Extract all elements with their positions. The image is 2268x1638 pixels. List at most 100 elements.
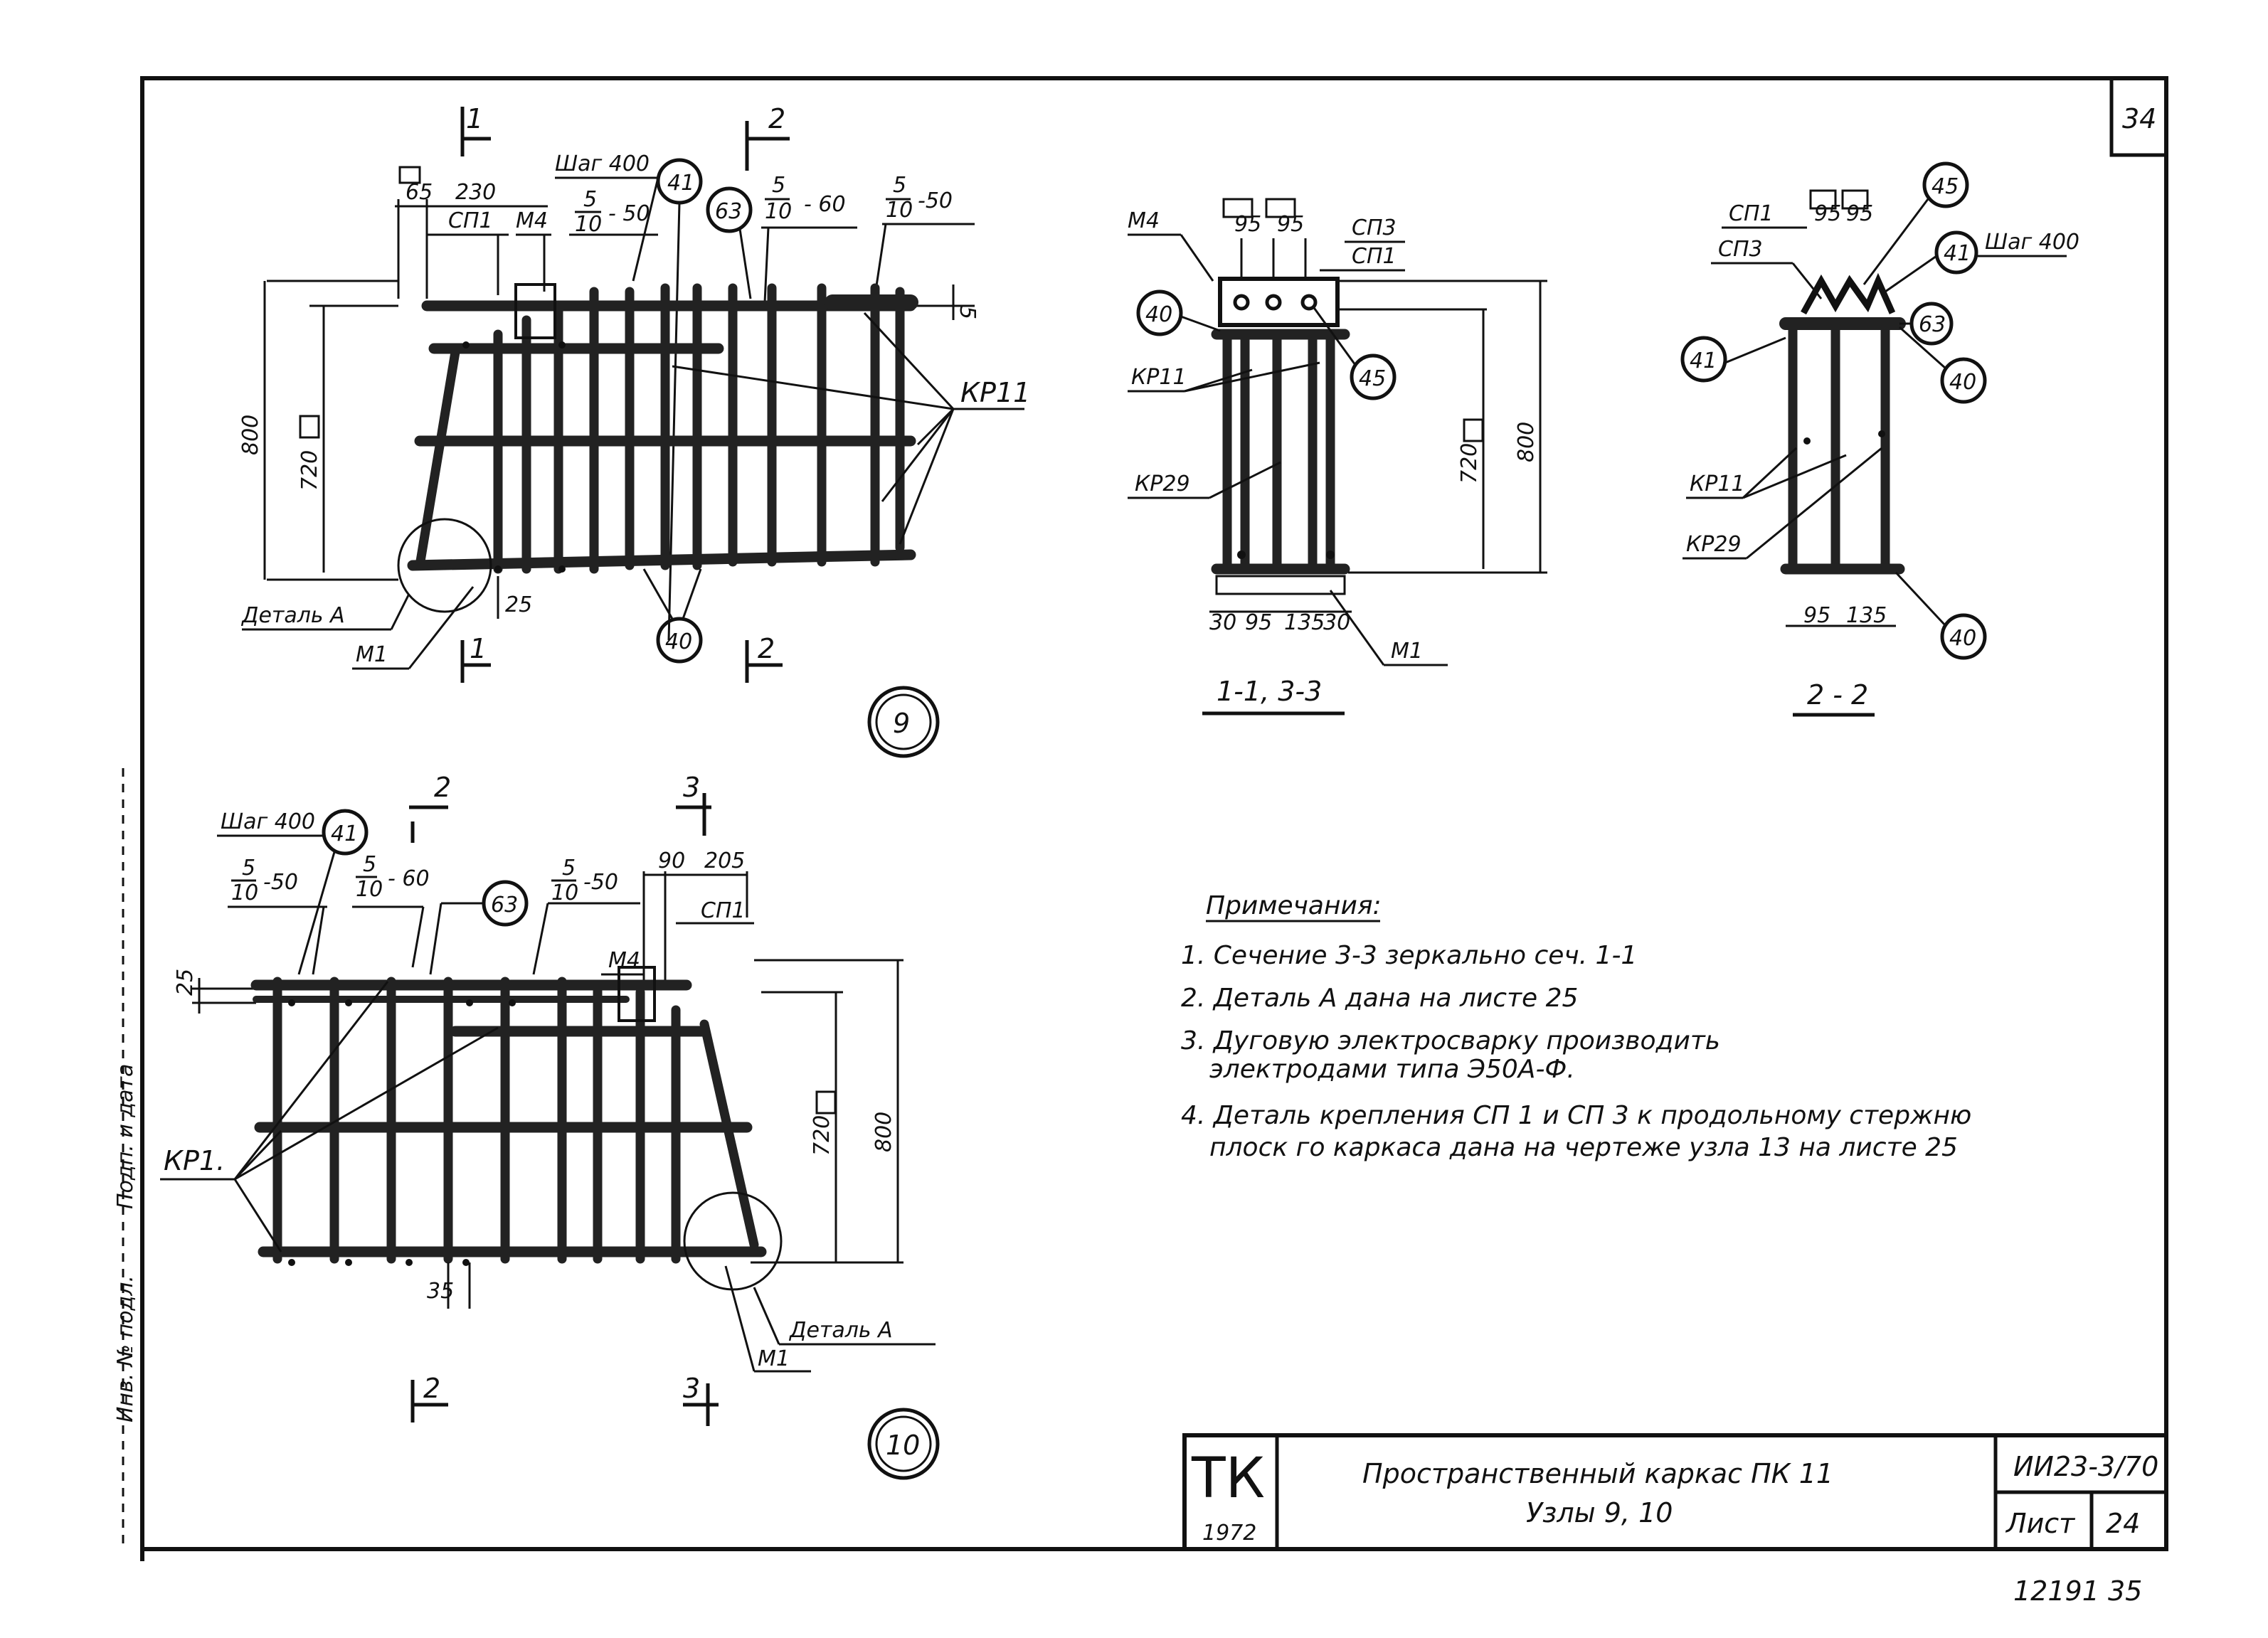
n10-section-3-top: 3 (683, 772, 700, 803)
s22-callout-63-text: 63 (1919, 312, 1946, 337)
n10-f1-rest: -50 (263, 870, 298, 895)
archive-number: 12191 35 (2013, 1575, 2142, 1607)
s11-dim-95b: 95 (1277, 212, 1304, 237)
s22-callout-41b-text: 41 (1690, 349, 1717, 373)
s22-callout-41-text: 41 (1944, 241, 1971, 266)
n10-detail-a-label: Деталь А (788, 1318, 893, 1343)
n10-node-number: 10 (886, 1430, 920, 1461)
n10-f3-den: 10 (551, 881, 578, 905)
s22-dim-95: 95 (1803, 603, 1830, 628)
title-block: ТК 1972 Пространственный каркас ПК 11 Уз… (1182, 1433, 2168, 1551)
sheet-number-box (2109, 76, 2168, 157)
note-4: 4. Деталь крепления СП 1 и СП 3 к продол… (1181, 1101, 1971, 1130)
n10-dim-800: 800 (871, 1112, 896, 1152)
n10-dim-35: 35 (427, 1279, 454, 1304)
n9-f3-rest: -50 (918, 188, 953, 213)
s11-sp3-label: СП3 (1352, 216, 1397, 240)
n10-section-2-top: 2 (434, 772, 451, 803)
margin-label-2: Инв. № подл. (113, 1275, 138, 1422)
s11-dim-b2: 135 (1284, 610, 1325, 635)
n10-callout-63-text: 63 (491, 893, 518, 918)
n10-kr1-label: КР1. (164, 1145, 225, 1176)
n9-f3-num: 5 (893, 173, 906, 198)
s22-dim-135: 135 (1846, 603, 1887, 628)
n10-dim-25: 25 (173, 969, 198, 996)
n9-f1-den: 10 (575, 212, 602, 237)
n10-f3-rest: -50 (583, 870, 618, 895)
n9-f2-rest: - 60 (804, 192, 846, 217)
n10-sp1-label: СП1 (701, 898, 746, 923)
s22-callout-41 (1934, 230, 1978, 275)
n10-f2-num: 5 (363, 852, 376, 877)
left-margin: Подп. и дата Инв. № подл. (113, 768, 138, 1543)
n9-kr11-label: КР11 (960, 377, 1030, 408)
tb-title: Пространственный каркас ПК 11 (1362, 1458, 1833, 1489)
s22-kr29-label: КР29 (1686, 532, 1742, 557)
n9-dim-25: 25 (505, 592, 532, 617)
s11-dim-720: 720 (1457, 443, 1482, 484)
n9-step-label: Шаг 400 (555, 151, 650, 176)
tb-code: ИИ23-3/70 (2013, 1451, 2158, 1482)
s22-sp3-label: СП3 (1718, 237, 1763, 262)
s22-callout-40-text: 40 (1949, 370, 1976, 395)
n9-dim-5: 5 (955, 306, 980, 319)
n10-cage (250, 966, 767, 1266)
n9-dim-720: 720 (297, 450, 322, 491)
s11-kr29-label: КР29 (1135, 472, 1190, 496)
s11-callout-45 (1350, 353, 1397, 400)
s22-kr11-label: КР11 (1690, 472, 1745, 496)
n10-f3-num: 5 (562, 856, 576, 881)
section-1-1: М4 95 95 СП3 СП1 720 (1128, 198, 1547, 716)
n10-dim-205: 205 (704, 849, 745, 873)
n9-f2-num: 5 (772, 173, 785, 198)
tb-logo: ТК (1191, 1447, 1265, 1511)
n10-f1-den: 10 (231, 881, 258, 905)
tb-sheet-number: 24 (2106, 1508, 2140, 1539)
tb-subtitle: Узлы 9, 10 (1526, 1497, 1673, 1528)
n10-callout-41 (322, 809, 369, 856)
s22-sp1-label: СП1 (1729, 201, 1774, 226)
s22-callout-41b (1680, 336, 1727, 383)
n10-f2-den: 10 (356, 877, 383, 902)
n9-dim-65: 65 (406, 180, 433, 205)
s22-step-label: Шаг 400 (1985, 230, 2079, 255)
n9-cage (407, 283, 918, 574)
tb-sheet-label: Лист (2005, 1508, 2076, 1539)
n9-callout-63 (706, 186, 753, 233)
s22-callout-45 (1922, 161, 1969, 208)
s22-dim-95a: 95 (1814, 201, 1841, 226)
s11-m1-label: М1 (1391, 639, 1423, 664)
node9-elevation: 1 2 1 2 65 230 СП1 М4 Шаг 400 5 10 - 50 … (238, 103, 1030, 758)
note-1: 1. Сечение 3-3 зеркально сеч. 1-1 (1181, 941, 1637, 970)
note-3b: электродами типа Э50А-Ф. (1209, 1055, 1575, 1084)
node10-elevation: 2 3 Шаг 400 41 5 10 -50 5 10 - 60 63 5 1… (160, 772, 940, 1480)
n10-section-3-bottom: 3 (683, 1373, 700, 1404)
section-2-2: СП1 95 95 СП3 45 41 Шаг 400 63 40 41 КР1… (1680, 161, 2079, 717)
n9-callout-63-text: 63 (715, 199, 742, 224)
n10-callout-41-text: 41 (331, 821, 358, 846)
n9-section-2-top: 2 (768, 103, 785, 134)
n9-m4-label: М4 (516, 208, 548, 233)
n9-callout-40 (656, 617, 703, 664)
n9-detail-a-label: Деталь А (240, 603, 345, 628)
s11-dim-b3: 30 (1323, 610, 1350, 635)
n9-dim-230: 230 (455, 180, 496, 205)
n9-f3-den: 10 (886, 198, 913, 223)
s11-sp1-label: СП1 (1352, 244, 1397, 269)
n10-f1-num: 5 (242, 856, 255, 881)
s11-dim-b1: 95 (1245, 610, 1272, 635)
n10-detail-a-circle (683, 1191, 783, 1291)
n10-m1-label: М1 (758, 1346, 790, 1371)
n9-callout-40-text: 40 (665, 629, 692, 654)
note-4b: плоск го каркаса дана на чертеже узла 13… (1209, 1133, 1958, 1162)
n10-dim-720: 720 (810, 1115, 834, 1156)
s11-callout-40-text: 40 (1145, 302, 1172, 327)
s11-kr11-label: КР11 (1131, 365, 1187, 390)
n9-node-circle (867, 686, 940, 758)
n9-f1-num: 5 (583, 187, 597, 212)
notes-title: Примечания: (1206, 891, 1382, 920)
s11-m4-label: М4 (1128, 208, 1160, 233)
n9-detail-a-circle (397, 518, 492, 613)
n9-sp1-label: СП1 (448, 208, 493, 233)
n9-f2-den: 10 (765, 199, 792, 224)
